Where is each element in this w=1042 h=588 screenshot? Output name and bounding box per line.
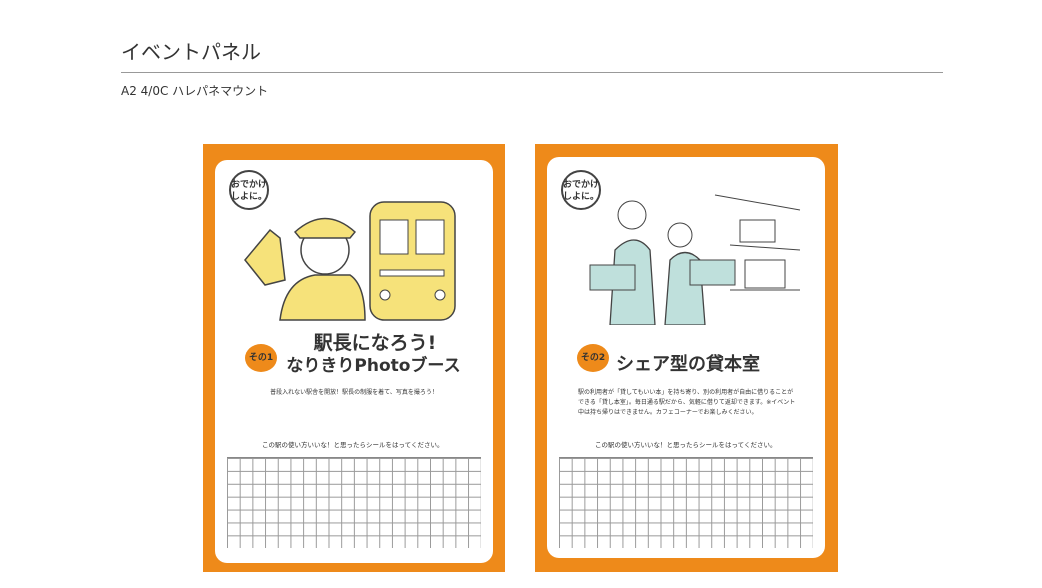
panel-2-title: シェア型の貸本室 [616, 354, 760, 375]
bookshelf-people-illustration [589, 194, 801, 325]
panel-1-badge: おでかけ しよに。 [229, 170, 269, 210]
page-title: イベントパネル [121, 40, 261, 64]
panel-2-badge: おでかけ しよに。 [561, 170, 601, 210]
panel-2-description: 駅の利用者が「貸してもいい本」を持ち寄り、別の利用者が自由に借りることができる「… [578, 389, 796, 416]
stationmaster-train-illustration [244, 201, 456, 321]
panel-1-description: 普段入れない駅舎を開放！駅長の制服を着て、写真を撮ろう！ [270, 389, 438, 396]
panel-1-title-line1: 駅長になろう! [313, 332, 437, 354]
panel-2-sticker-grid[interactable] [559, 457, 813, 548]
panel-2-sticker-prompt: この駅の使い方いいな！と思ったらシールをはってください。 [595, 441, 777, 449]
panel-1-sticker-grid[interactable] [227, 457, 481, 548]
divider [121, 72, 943, 73]
panel-2-number-badge: その2 [577, 344, 609, 372]
panel-1-sticker-prompt: この駅の使い方いいな！と思ったらシールをはってください。 [262, 441, 444, 449]
panel-1-title-line2: なりきりPhotoブース [286, 356, 461, 376]
panel-1-number-badge: その1 [245, 344, 277, 372]
page-subtitle: A2 4/0C ハレパネマウント [121, 84, 269, 98]
